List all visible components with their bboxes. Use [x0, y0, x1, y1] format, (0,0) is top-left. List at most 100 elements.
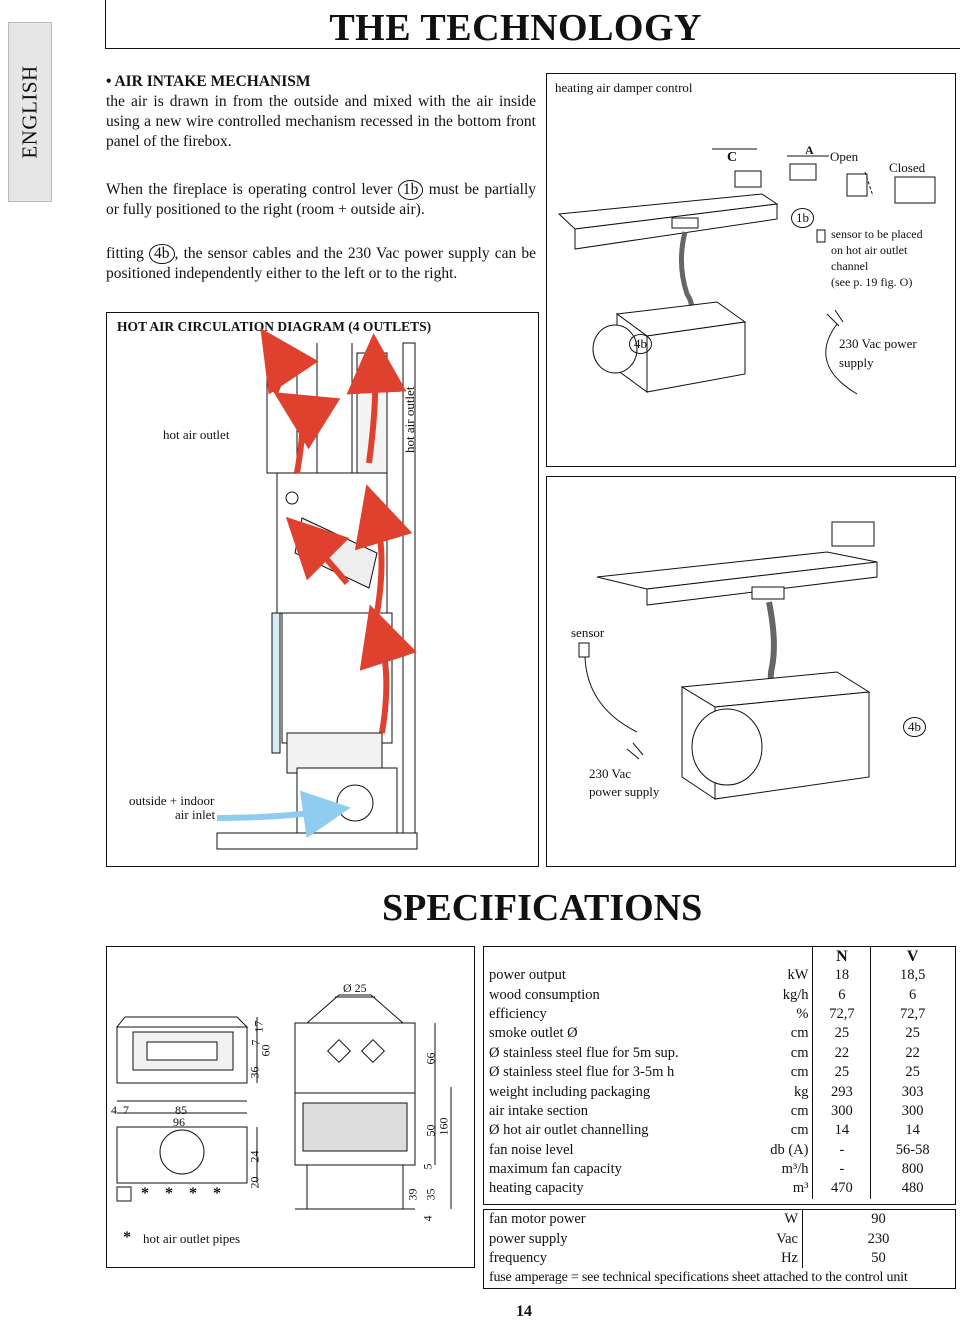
- spec-unit: %: [796, 1005, 809, 1022]
- spec2-unit: W: [784, 1211, 798, 1228]
- dim-4: 4: [111, 1103, 117, 1117]
- page-title: THE TECHNOLOGY: [329, 7, 702, 49]
- spec-value-v: 303: [870, 1082, 954, 1102]
- spec-value-n: -: [812, 1140, 871, 1160]
- dim-160: 160: [436, 1117, 451, 1136]
- power-note-2: supply: [839, 355, 874, 370]
- spec-value-n: 300: [812, 1101, 871, 1122]
- specifications-title: SPECIFICATIONS: [382, 887, 703, 929]
- spec2-unit: Vac: [776, 1230, 798, 1247]
- circulation-heading: HOT AIR CIRCULATION DIAGRAM (4 OUTLETS): [117, 319, 432, 334]
- spec-value-n: 14: [812, 1121, 871, 1141]
- label-a: A: [805, 143, 814, 157]
- spec-value-n: 470: [812, 1179, 871, 1199]
- dim-7: 7: [123, 1103, 129, 1117]
- spec-value-v: 25: [870, 1062, 954, 1083]
- spec-value-v: 800: [870, 1159, 954, 1180]
- spec-value-n: -: [812, 1159, 871, 1180]
- spec-unit: kg: [793, 1083, 809, 1100]
- spec-value-v: 6: [870, 985, 954, 1005]
- dim-39: 39: [405, 1188, 420, 1201]
- fan-power-note: 230 Vac power supply: [589, 765, 659, 801]
- spec-unit: cm: [790, 1025, 809, 1042]
- sensor-note-1: sensor to be placed: [831, 227, 923, 241]
- sensor-note-4: (see p. 19 fig. O): [831, 275, 913, 289]
- dim-24: 24: [247, 1150, 262, 1163]
- spec-value-v: 480: [870, 1179, 954, 1199]
- intro-p1: the air is drawn in from the outside and…: [106, 93, 536, 150]
- label-closed: Closed: [889, 160, 926, 175]
- dim-85: 85: [175, 1103, 187, 1117]
- spec2-label: frequency: [489, 1249, 547, 1266]
- legend-star: *: [123, 1229, 131, 1246]
- spec-label: heating capacity: [489, 1180, 584, 1197]
- specs-header-row: N V: [484, 947, 954, 966]
- dim-60: 60: [258, 1044, 273, 1057]
- sensor-note-2: on hot air outlet: [831, 243, 908, 257]
- spec-label: maximum fan capacity: [489, 1161, 622, 1178]
- spec-unit: cm: [790, 1122, 809, 1139]
- spec2-unit: Hz: [781, 1249, 798, 1266]
- page-number: 14: [516, 1303, 532, 1320]
- spec2-value: 50: [802, 1248, 954, 1269]
- intro-paragraph-1: • AIR INTAKE MECHANISM the air is drawn …: [106, 72, 536, 152]
- spec-unit: db (A): [770, 1141, 809, 1158]
- dim-20: 20: [247, 1176, 262, 1189]
- spec-label: weight including packaging: [489, 1083, 651, 1100]
- spec-value-n: 293: [812, 1082, 871, 1102]
- damper-control-panel: heating air damper control C A Open Clos…: [546, 73, 956, 467]
- spec-unit: cm: [790, 1064, 809, 1081]
- spec-label: air intake section: [489, 1102, 589, 1119]
- label-open: Open: [830, 149, 859, 164]
- intro-paragraph-3: fitting 4b, the sensor cables and the 23…: [106, 244, 536, 284]
- spec2-label: power supply: [489, 1230, 568, 1247]
- power-note-1: 230 Vac power: [839, 336, 917, 351]
- spec-value-v: 72,7: [870, 1004, 954, 1025]
- dimension-drawing: [115, 994, 452, 1210]
- fan-sensor-label: sensor: [571, 625, 605, 640]
- dim-7b: 7: [248, 1039, 263, 1046]
- dim-66: 66: [423, 1052, 438, 1065]
- header-rule: [105, 0, 960, 49]
- circulation-drawing: [216, 328, 418, 850]
- col-n-header: N: [812, 947, 871, 966]
- spec2-label: fan motor power: [489, 1211, 586, 1228]
- dim-36: 36: [247, 1066, 262, 1079]
- fan-power-note-1: 230 Vac: [589, 766, 632, 781]
- star-4: *: [213, 1185, 221, 1202]
- language-label: ENGLISH: [17, 65, 42, 159]
- power-note: 230 Vac power supply: [839, 334, 917, 372]
- star-1: *: [141, 1185, 149, 1202]
- spec-label: power output: [489, 967, 566, 984]
- spec-value-v: 25: [870, 1024, 954, 1044]
- spec-value-v: 56-58: [870, 1140, 954, 1160]
- spec-value-n: 22: [812, 1043, 871, 1063]
- col-v-header: V: [870, 947, 954, 966]
- spec-label: Ø hot air outlet channelling: [489, 1122, 649, 1139]
- dim-96: 96: [173, 1115, 185, 1129]
- spec-value-n: 25: [812, 1062, 871, 1083]
- legend-text: hot air outlet pipes: [143, 1231, 241, 1246]
- spec-value-n: 25: [812, 1024, 871, 1044]
- damper-title: heating air damper control: [555, 80, 693, 95]
- fan-badge-4b: 4b: [903, 717, 926, 737]
- language-tab[interactable]: ENGLISH: [8, 22, 52, 202]
- sensor-note: sensor to be placed on hot air outlet ch…: [831, 226, 923, 290]
- intro-p2-a: When the fireplace is operating control …: [106, 181, 393, 198]
- specs-table-box: [483, 946, 956, 1205]
- fan-assembly-drawing: [578, 521, 878, 800]
- star-3: *: [189, 1185, 197, 1202]
- spec-unit: cm: [790, 1102, 809, 1119]
